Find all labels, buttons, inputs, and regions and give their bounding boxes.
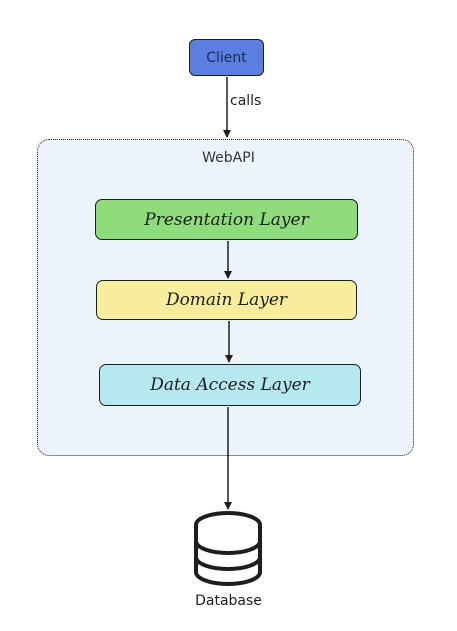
client-node: Client <box>189 39 264 76</box>
database-icon <box>194 511 262 586</box>
data-access-layer-node: Data Access Layer <box>99 364 361 406</box>
presentation-layer-node: Presentation Layer <box>95 199 358 240</box>
data-access-layer-label: Data Access Layer <box>150 375 310 395</box>
database-label: Database <box>195 593 262 609</box>
client-label: Client <box>206 49 247 66</box>
webapi-label: WebAPI <box>202 150 255 166</box>
domain-layer-node: Domain Layer <box>96 280 357 320</box>
domain-layer-label: Domain Layer <box>165 290 288 310</box>
presentation-layer-label: Presentation Layer <box>144 209 309 230</box>
calls-edge-label: calls <box>230 93 262 109</box>
